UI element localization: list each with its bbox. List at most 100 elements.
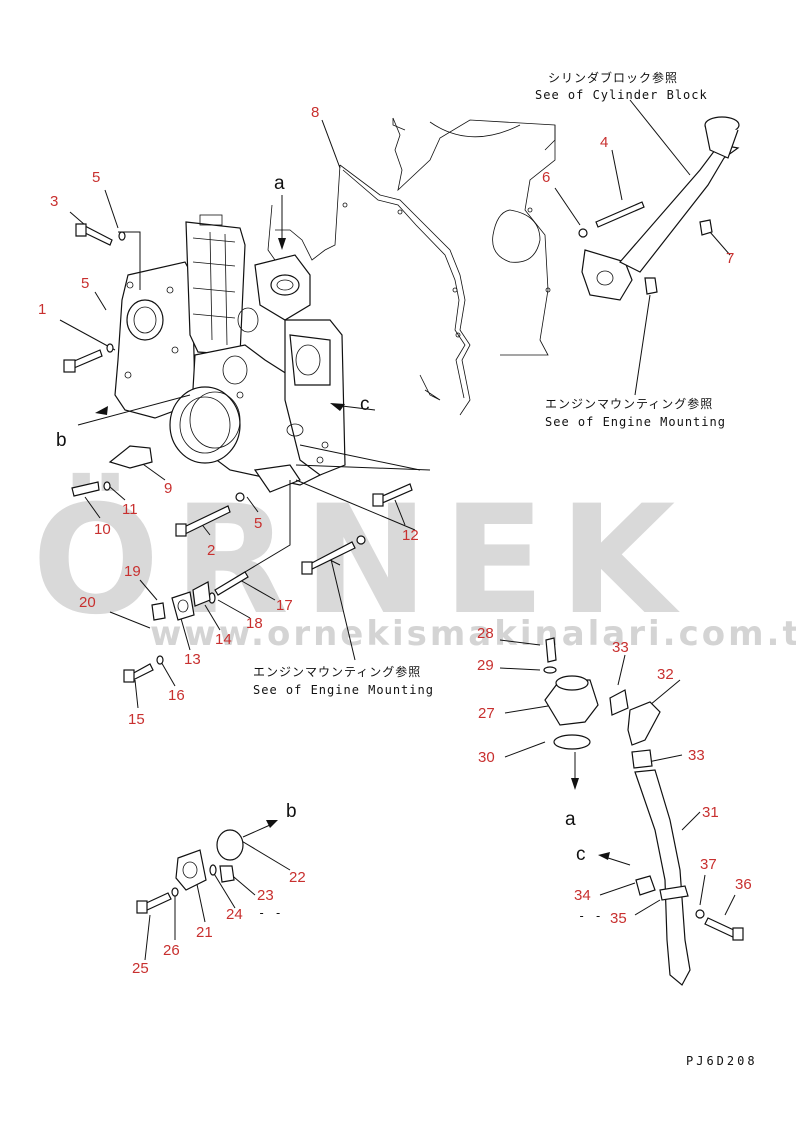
callout-33-top: 33 bbox=[612, 639, 629, 656]
callout-16: 16 bbox=[168, 687, 185, 704]
letter-a-top: a bbox=[274, 173, 285, 194]
gasket-part-8 bbox=[267, 164, 471, 416]
callout-5-middle: 5 bbox=[81, 275, 89, 292]
note-cylinder-block-en: See of Cylinder Block bbox=[535, 88, 708, 102]
cover-part-13 bbox=[171, 591, 195, 621]
bolt-part-10 bbox=[71, 481, 100, 497]
clip-part-34 bbox=[635, 875, 656, 896]
watermark: ÖRNEK www.ornekismakinalari.com.tr bbox=[32, 472, 796, 654]
small-parts bbox=[63, 116, 740, 683]
dash-mark-1: - - bbox=[258, 906, 283, 920]
gasket-part-14 bbox=[192, 581, 211, 607]
hose-part-32 bbox=[627, 701, 661, 746]
callout-22: 22 bbox=[289, 869, 306, 886]
bolt-part-4 bbox=[595, 201, 645, 228]
arrows bbox=[95, 195, 631, 866]
watermark-brand: ÖRNEK bbox=[32, 472, 689, 648]
washer-part-6 bbox=[578, 228, 588, 238]
callout-33-bottom: 33 bbox=[688, 747, 705, 764]
oring-part-24 bbox=[209, 864, 217, 876]
callout-5-bottom: 5 bbox=[254, 515, 262, 532]
callout-18: 18 bbox=[246, 615, 263, 632]
callout-21: 21 bbox=[196, 924, 213, 941]
washer-part-37 bbox=[695, 909, 705, 919]
reference-notes: シリンダブロック参照 See of Cylinder Block エンジンマウン… bbox=[253, 70, 726, 697]
callout-32: 32 bbox=[657, 666, 674, 683]
nut-part-19 bbox=[151, 602, 166, 621]
dash-mark-2: - - bbox=[578, 909, 603, 923]
water-outlet-group bbox=[543, 637, 744, 986]
callout-9: 9 bbox=[164, 480, 172, 497]
callout-5-top: 5 bbox=[92, 169, 100, 186]
oring-part-30 bbox=[553, 734, 591, 750]
callout-26: 26 bbox=[163, 942, 180, 959]
bolt-part-1 bbox=[71, 349, 103, 369]
note-cylinder-block-jp: シリンダブロック参照 bbox=[548, 70, 678, 85]
callout-3: 3 bbox=[50, 193, 58, 210]
washer-part-29 bbox=[543, 666, 557, 674]
cover-part-21 bbox=[175, 849, 207, 891]
callout-numbers: 1 2 3 4 5 5 5 6 7 8 9 10 11 12 13 14 15 … bbox=[38, 104, 752, 977]
callout-8: 8 bbox=[311, 104, 319, 121]
washer-part-16 bbox=[156, 655, 164, 665]
callout-10: 10 bbox=[94, 521, 111, 538]
washer-part-11 bbox=[103, 481, 111, 491]
callout-15: 15 bbox=[128, 711, 145, 728]
note-engine-mounting-en-2: See of Engine Mounting bbox=[253, 683, 434, 697]
callout-30: 30 bbox=[478, 749, 495, 766]
note-engine-mounting-en-1: See of Engine Mounting bbox=[545, 415, 726, 429]
tube-part-31 bbox=[634, 769, 691, 986]
callout-35: 35 bbox=[610, 910, 627, 927]
clamp-part-33b bbox=[631, 749, 653, 769]
callout-7: 7 bbox=[726, 250, 734, 267]
callout-1: 1 bbox=[38, 301, 46, 318]
note-engine-mounting-jp-2: エンジンマウンティング参照 bbox=[253, 664, 421, 679]
callout-6: 6 bbox=[542, 169, 550, 186]
cylinder-block-outline bbox=[392, 117, 556, 401]
drawing-code: PJ6D208 bbox=[686, 1054, 758, 1068]
callout-29: 29 bbox=[477, 657, 494, 674]
view-letters: a b c a b c - - - - bbox=[56, 173, 603, 923]
callout-37: 37 bbox=[700, 856, 717, 873]
washer-part-5b bbox=[235, 492, 245, 502]
callout-24: 24 bbox=[226, 906, 243, 923]
bolt-head-part-1 bbox=[63, 359, 76, 373]
callout-14: 14 bbox=[215, 631, 232, 648]
callout-28: 28 bbox=[477, 625, 494, 642]
callout-27: 27 bbox=[478, 705, 495, 722]
callout-20: 20 bbox=[79, 594, 96, 611]
callout-25: 25 bbox=[132, 960, 149, 977]
front-gear-case bbox=[114, 214, 346, 493]
clamp-part-33a bbox=[609, 689, 629, 716]
callout-36: 36 bbox=[735, 876, 752, 893]
bracket-part-35 bbox=[659, 885, 689, 901]
washer-part-26 bbox=[171, 887, 179, 897]
callout-12: 12 bbox=[402, 527, 419, 544]
letter-b-left: b bbox=[56, 430, 67, 451]
oring-part-22 bbox=[216, 829, 244, 861]
callout-17: 17 bbox=[276, 597, 293, 614]
lower-left-group bbox=[136, 829, 244, 914]
callout-31: 31 bbox=[702, 804, 719, 821]
plug-part-23 bbox=[219, 865, 235, 883]
watermark-url: www.ornekismakinalari.com.tr bbox=[150, 614, 796, 654]
note-engine-mounting-jp-1: エンジンマウンティング参照 bbox=[545, 396, 713, 411]
letter-b-bottom: b bbox=[286, 801, 297, 822]
washer-part-5 bbox=[118, 231, 126, 241]
callout-23: 23 bbox=[257, 887, 274, 904]
callout-13: 13 bbox=[184, 651, 201, 668]
letter-c-top: c bbox=[360, 394, 370, 415]
letter-c-bottom: c bbox=[576, 844, 586, 865]
callout-19: 19 bbox=[124, 563, 141, 580]
stud-part-17 bbox=[214, 571, 249, 596]
leader-lines bbox=[59, 99, 736, 961]
letter-a-bottom: a bbox=[565, 809, 576, 830]
callout-34: 34 bbox=[574, 887, 591, 904]
callout-2: 2 bbox=[207, 542, 215, 559]
callout-11: 11 bbox=[122, 501, 138, 518]
nut-part-7 bbox=[699, 219, 713, 236]
bracket-part-9 bbox=[108, 445, 153, 469]
bolt-part-3 bbox=[75, 223, 113, 246]
callout-4: 4 bbox=[600, 134, 608, 151]
